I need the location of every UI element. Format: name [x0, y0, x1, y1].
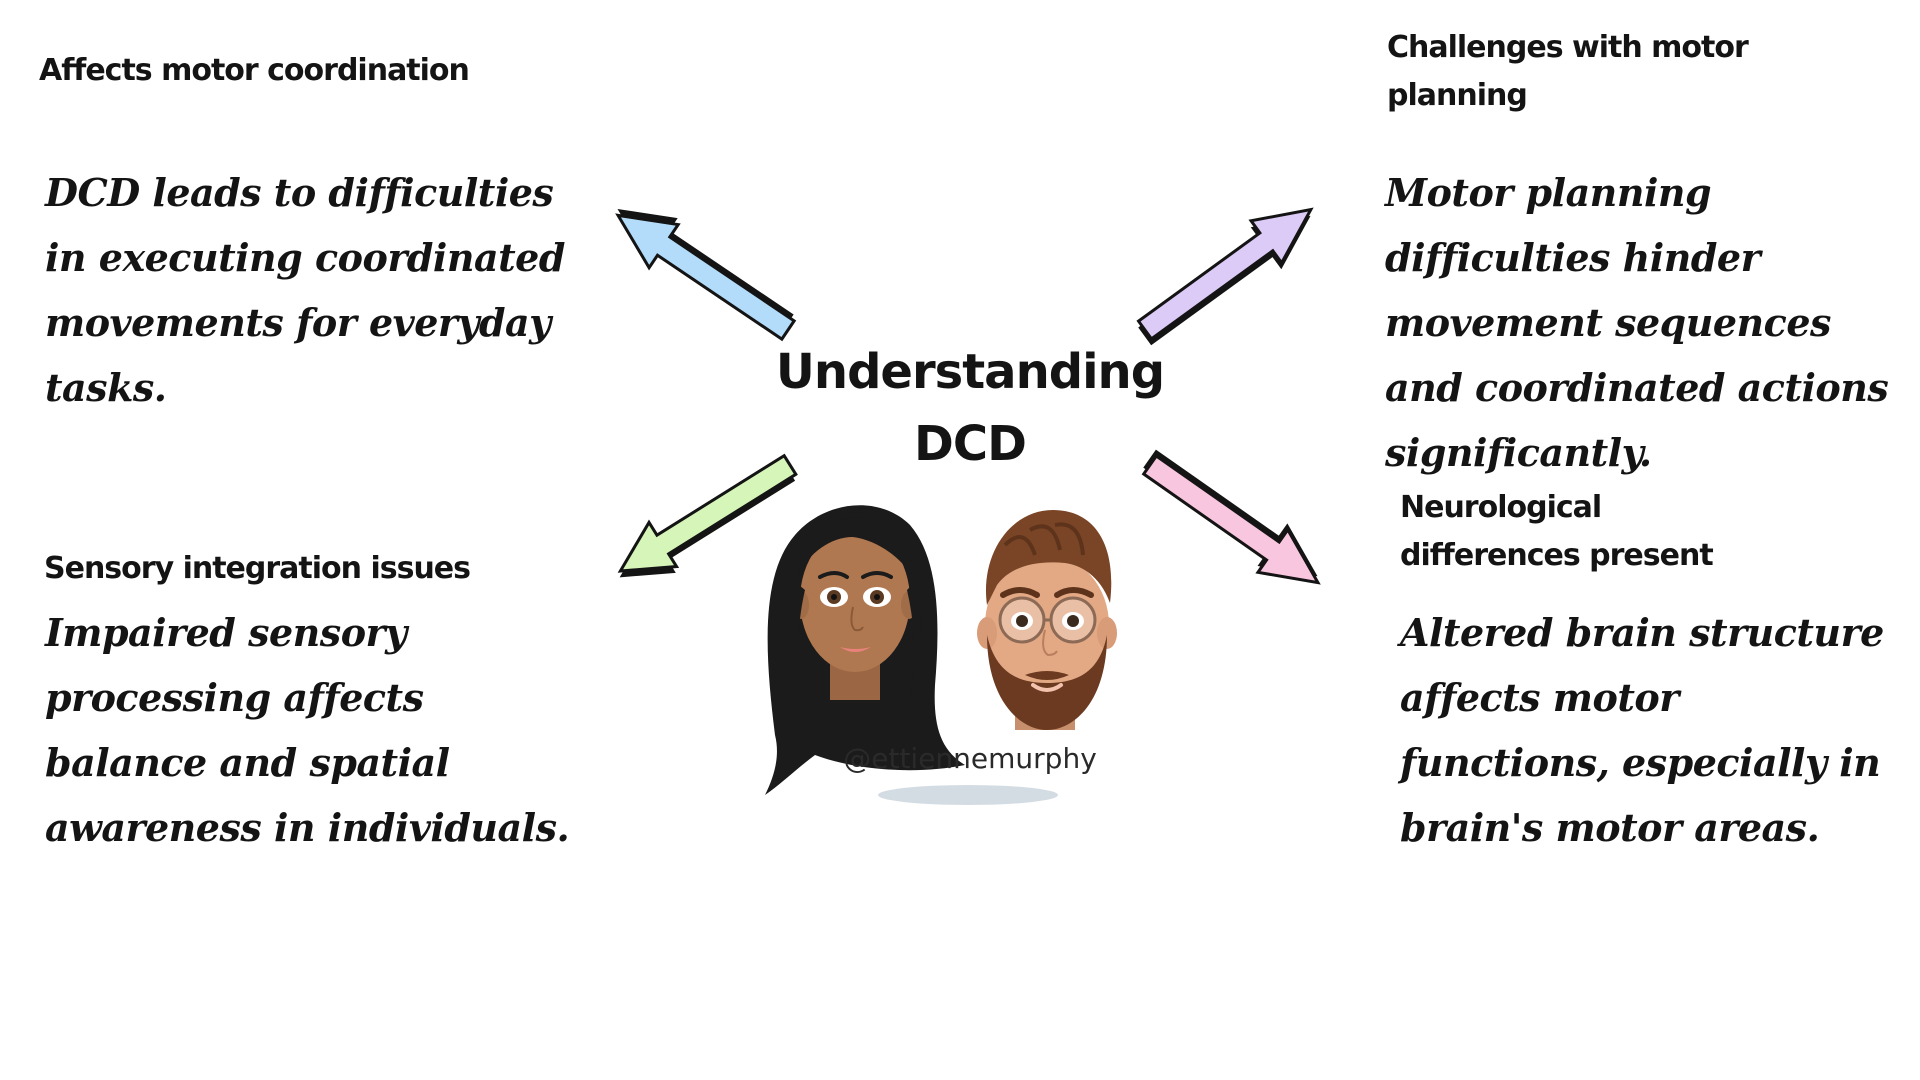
- arrow-se: [1141, 449, 1321, 585]
- node-ne-body: Motor planning difficulties hinder movem…: [1385, 170, 1889, 475]
- arrow-se-fill: [1141, 453, 1321, 585]
- arrow-sw: [617, 453, 798, 578]
- arrow-sw-fill: [617, 453, 798, 573]
- node-sw-body: Impaired sensory processing affects bala…: [45, 610, 570, 850]
- node-nw-heading: Affects motor coordination: [39, 53, 470, 88]
- node-ne-heading: Challenges with motor planning: [1387, 30, 1749, 113]
- woman-avatar-icon: [765, 505, 965, 795]
- node-sw-heading: Sensory integration issues: [44, 551, 471, 586]
- arrow-ne: [1136, 207, 1314, 346]
- watermark-handle: @ettiennemurphy: [843, 742, 1097, 775]
- node-se-body: Altered brain structure affects motor fu…: [1400, 610, 1884, 850]
- avatar-shadow: [878, 785, 1058, 805]
- arrow-nw-fill: [615, 213, 797, 342]
- man-avatar-icon: [977, 510, 1117, 730]
- arrow-ne-fill: [1136, 207, 1314, 341]
- avatars-group: [765, 505, 1117, 805]
- node-nw-body: DCD leads to difficulties in executing c…: [45, 170, 565, 410]
- node-se-heading: Neurological differences present: [1400, 490, 1714, 573]
- center-title: Understanding DCD: [775, 344, 1165, 472]
- arrow-nw: [615, 208, 797, 342]
